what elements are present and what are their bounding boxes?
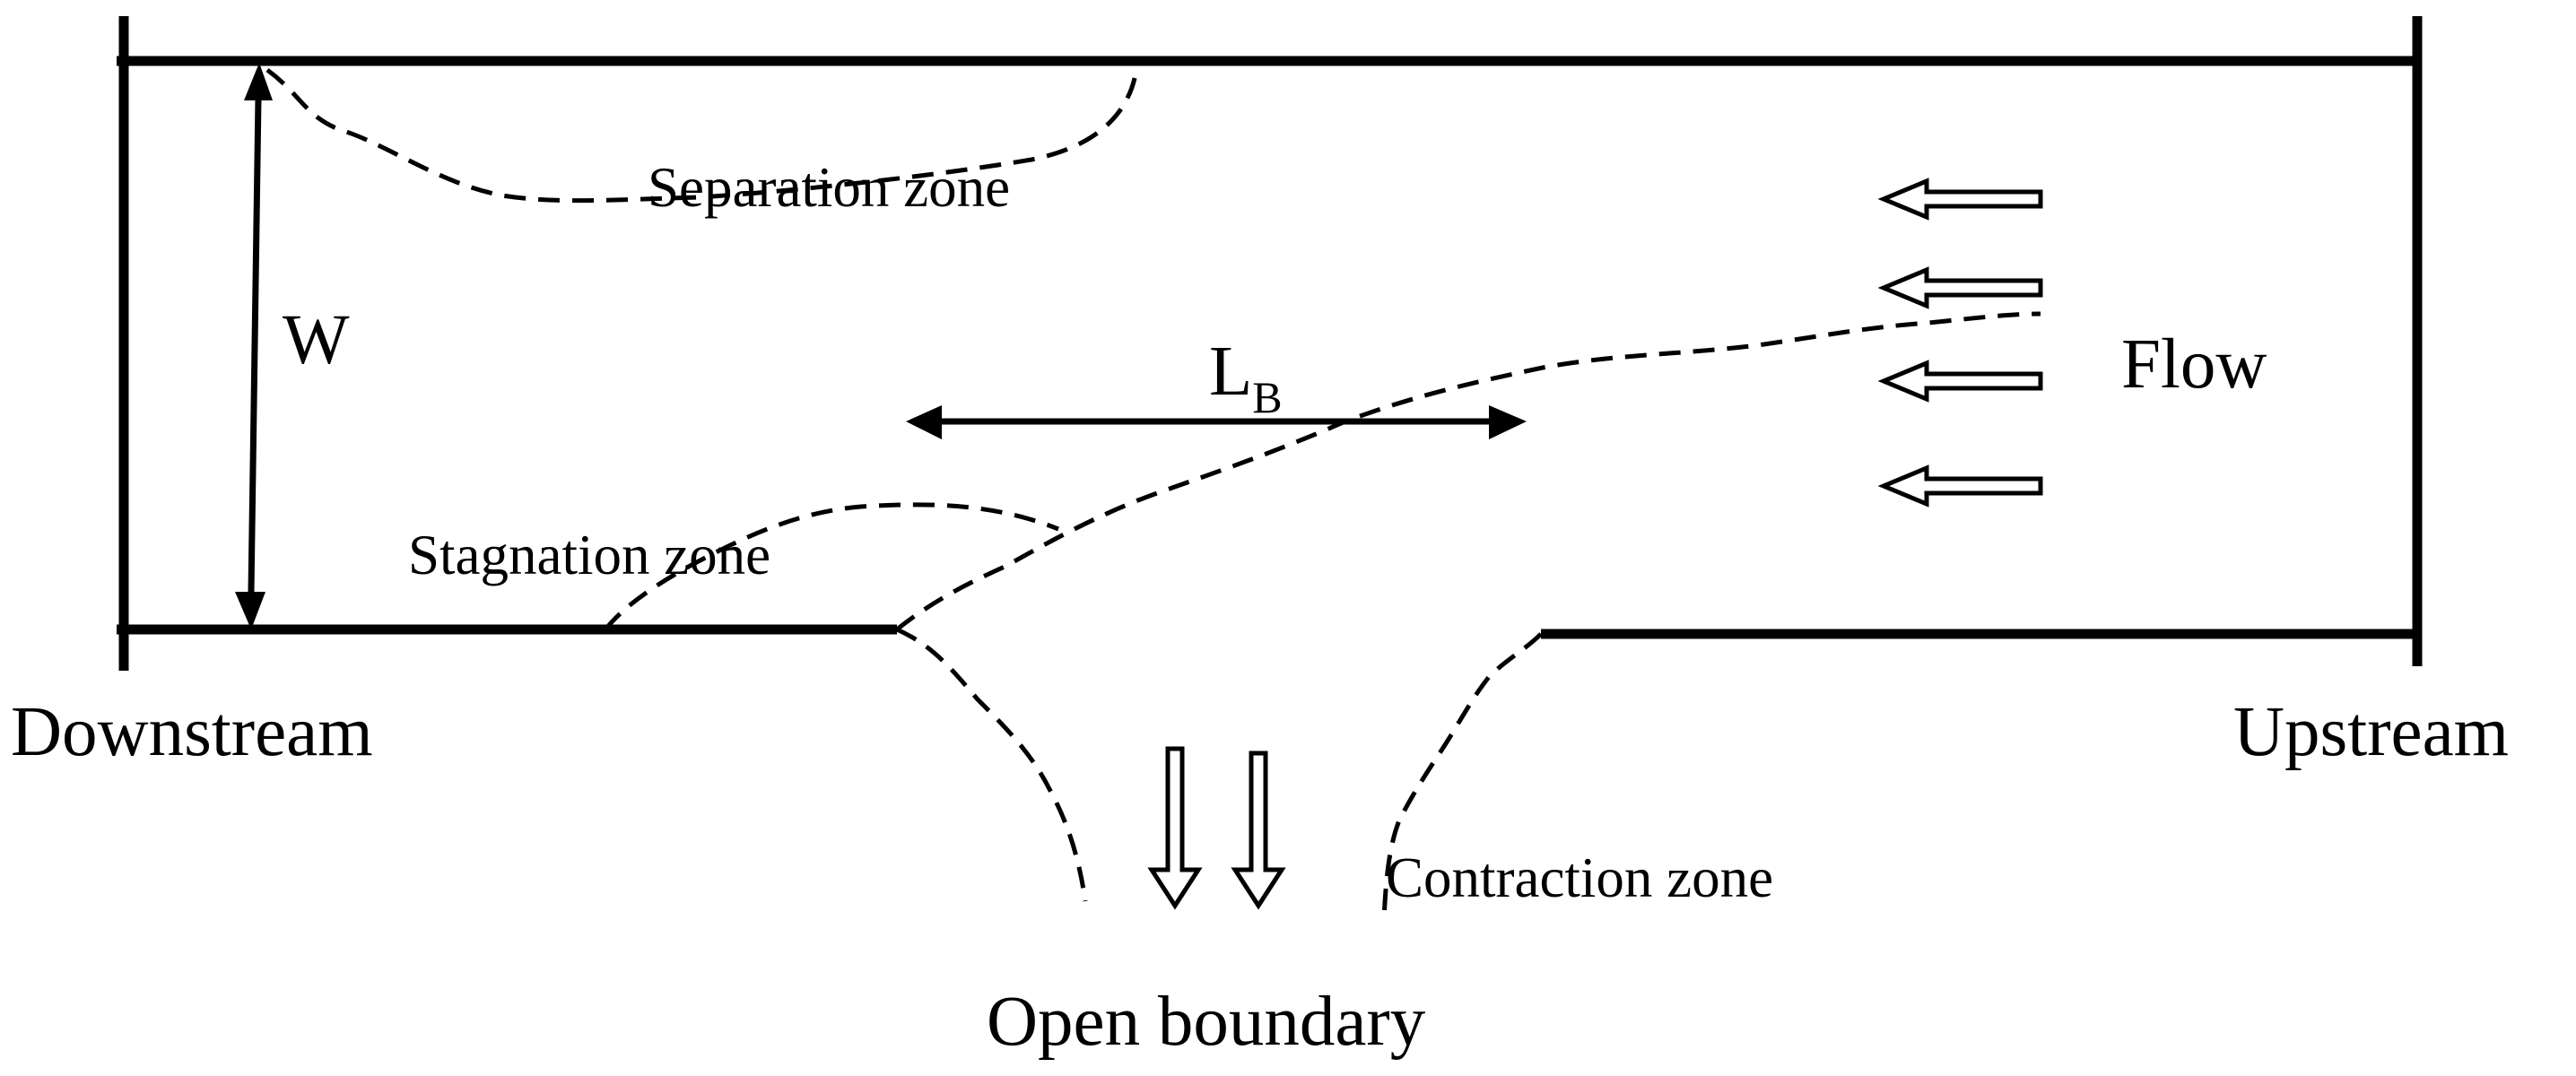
length-label: LB [1209, 333, 1283, 422]
downstream-label: Downstream [11, 693, 373, 771]
contraction-zone-label: Contraction zone [1386, 846, 1773, 909]
length-dimension-arrow [906, 405, 1527, 439]
outflow-arrow-icon [1231, 751, 1286, 910]
contraction-left-boundary [895, 627, 1088, 902]
separation-zone-label: Separation zone [648, 156, 1010, 219]
flow-arrow-icon [1877, 178, 2043, 221]
open-boundary-label: Open boundary [987, 983, 1426, 1061]
stagnation-zone-boundary [604, 502, 1059, 631]
flow-arrow-icon [1877, 266, 2043, 309]
length-label-main: L [1209, 333, 1252, 411]
flow-label: Flow [2121, 325, 2267, 404]
flow-arrows [1877, 178, 2043, 508]
length-label-subscript: B [1252, 372, 1282, 422]
stagnation-zone-label: Stagnation zone [408, 524, 770, 586]
upstream-label: Upstream [2233, 693, 2509, 771]
outflow-arrows [1147, 746, 1286, 910]
width-label: W [283, 301, 350, 379]
shear-layer-boundary [895, 311, 2041, 631]
flow-arrow-icon [1877, 464, 2043, 508]
contraction-right-boundary [1381, 632, 1543, 920]
width-dimension-arrow [235, 63, 273, 629]
separation-zone-boundary [265, 60, 1140, 204]
channel-walls [117, 16, 2423, 671]
flow-arrow-icon [1877, 360, 2043, 403]
outflow-arrow-icon [1147, 746, 1203, 910]
